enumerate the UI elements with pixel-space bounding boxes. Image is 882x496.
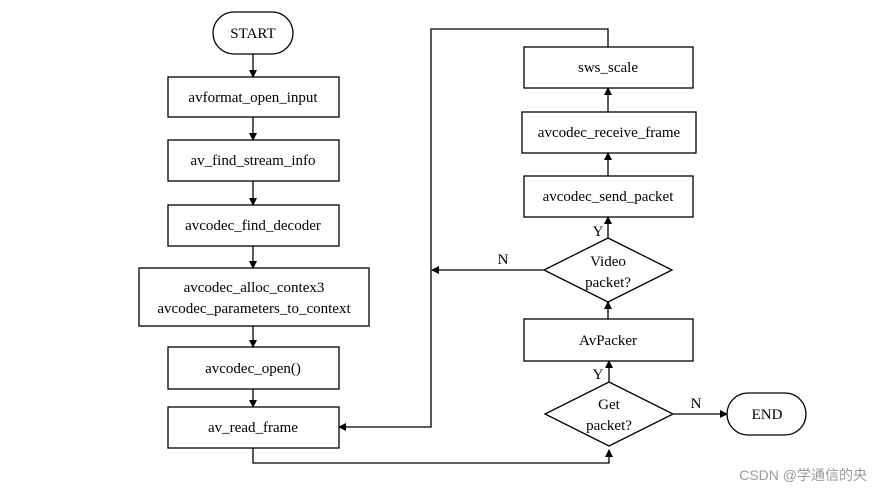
avcodec-receive-frame-label: avcodec_receive_frame bbox=[538, 125, 681, 141]
arrow-sws-scale-loop-to-read-frame bbox=[338, 28, 609, 431]
start-label: START bbox=[230, 26, 275, 42]
get-packet-label-line2: packet? bbox=[586, 418, 632, 434]
video-packet-label-line1: Video bbox=[590, 254, 626, 270]
avcodec-receive-frame-box bbox=[521, 111, 697, 154]
video-packet-decision bbox=[542, 237, 674, 303]
avcodec-find-decoder-label: avcodec_find_decoder bbox=[185, 218, 321, 234]
edge-label-get-yes: Y bbox=[593, 367, 604, 383]
edge-label-video-yes: Y bbox=[593, 224, 604, 240]
video-packet-label-line2: packet? bbox=[585, 275, 631, 291]
avformat-open-input-label: avformat_open_input bbox=[188, 90, 318, 106]
avformat-open-input-box bbox=[167, 76, 340, 118]
avcodec-alloc-contex3-label: avcodec_alloc_contex3 bbox=[184, 280, 325, 296]
avcodec-send-packet-label: avcodec_send_packet bbox=[543, 189, 675, 205]
avcodec-alloc-params-box bbox=[138, 267, 370, 327]
edge-label-get-no: N bbox=[691, 396, 702, 412]
end-label: END bbox=[752, 407, 783, 423]
av-find-stream-info-label: av_find_stream_info bbox=[191, 153, 316, 169]
get-packet-decision bbox=[543, 381, 675, 447]
arrow-read-frame-to-get-packet bbox=[252, 448, 613, 464]
avcodec-parameters-to-context-label: avcodec_parameters_to_context bbox=[157, 301, 351, 317]
get-packet-label-line1: Get bbox=[598, 397, 620, 413]
sws-scale-label: sws_scale bbox=[578, 60, 638, 76]
edge-label-video-no: N bbox=[498, 252, 509, 268]
avpacker-label: AvPacker bbox=[579, 333, 637, 349]
watermark-text: CSDN @学通信的央 bbox=[739, 467, 867, 483]
av-read-frame-label: av_read_frame bbox=[208, 420, 298, 436]
avcodec-find-decoder-box bbox=[167, 204, 340, 247]
avcodec-open-label: avcodec_open() bbox=[205, 361, 301, 377]
avcodec-send-packet-box bbox=[523, 175, 694, 218]
